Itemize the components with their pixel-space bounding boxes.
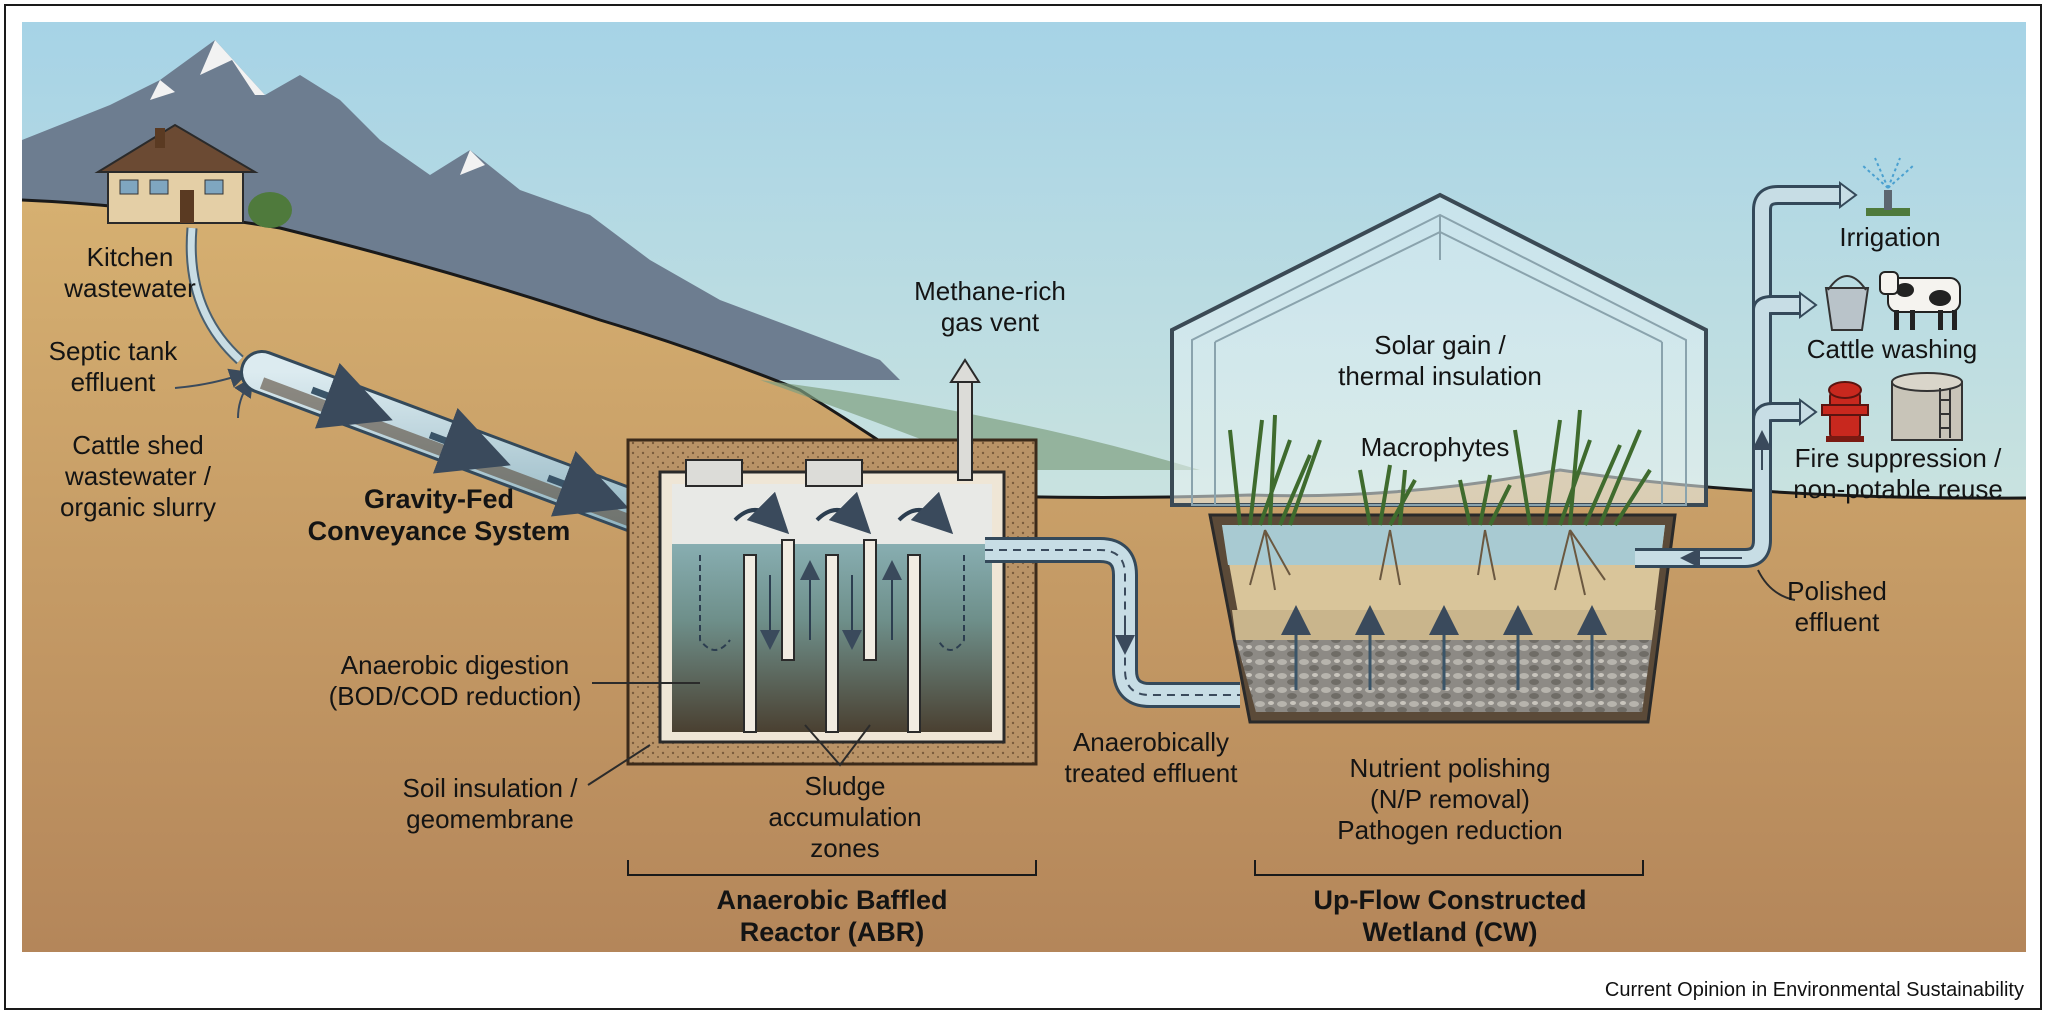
hill-grass [760,380,1200,470]
label-soil-insulation: Soil insulation / geomembrane [402,773,578,834]
leader-lines [587,569,1796,786]
storage-tank-icon [1891,372,1963,441]
label-sludge-zones: Sludge accumulation zones [768,771,922,863]
house [94,123,292,228]
label-cattle-shed: Cattle shed wastewater / organic slurry [59,430,217,522]
label-solar-gain: Solar gain / thermal insulation [1338,330,1542,391]
sprinkler-icon [1861,157,1915,216]
abr-bracket [627,860,1037,876]
greenhouse [1170,192,1708,507]
upflow-arrows [1281,605,1607,690]
journal-credit: Current Opinion in Environmental Sustain… [1604,979,2024,1001]
label-polished-effluent: Polished effluent [1787,576,1887,637]
label-fire-suppression: Fire suppression / non-potable reuse [1793,443,2003,504]
label-nutrient-polishing: Nutrient polishing (N/P removal) Pathoge… [1337,753,1563,845]
fire-hydrant-icon [1821,381,1869,442]
cw-bracket [1254,860,1644,876]
cow-icon [1879,271,1961,330]
polished-outflow [1635,181,1858,568]
label-anaerobic-digestion: Anaerobic digestion (BOD/COD reduction) [328,650,582,711]
gravity-pipe [240,350,712,554]
label-gravity-fed-conveyance: Gravity-Fed Conveyance System [307,484,571,546]
title-constructed-wetland: Up-Flow Constructed Wetland (CW) [1313,885,1587,947]
label-methane-vent: Methane-rich gas vent [914,276,1066,337]
kitchen-pipe-inner [187,227,243,363]
macrophyte-plants [1228,409,1652,527]
abr-reactor [626,358,1038,766]
label-irrigation: Irrigation [1839,222,1941,252]
label-kitchen-wastewater: Kitchen wastewater [64,242,196,303]
label-anaerobically-treated-effluent: Anaerobically treated effluent [1064,727,1238,788]
bucket-icon [1824,275,1870,331]
label-septic-tank-effluent: Septic tank effluent [48,336,178,397]
label-macrophytes: Macrophytes [1360,432,1510,462]
plant-roots [1249,529,1606,596]
label-cattle-washing: Cattle washing [1806,334,1978,364]
cw-basin [1208,513,1677,724]
effluent-pipe [985,537,1240,708]
title-abr: Anaerobic Baffled Reactor (ABR) [716,885,948,947]
